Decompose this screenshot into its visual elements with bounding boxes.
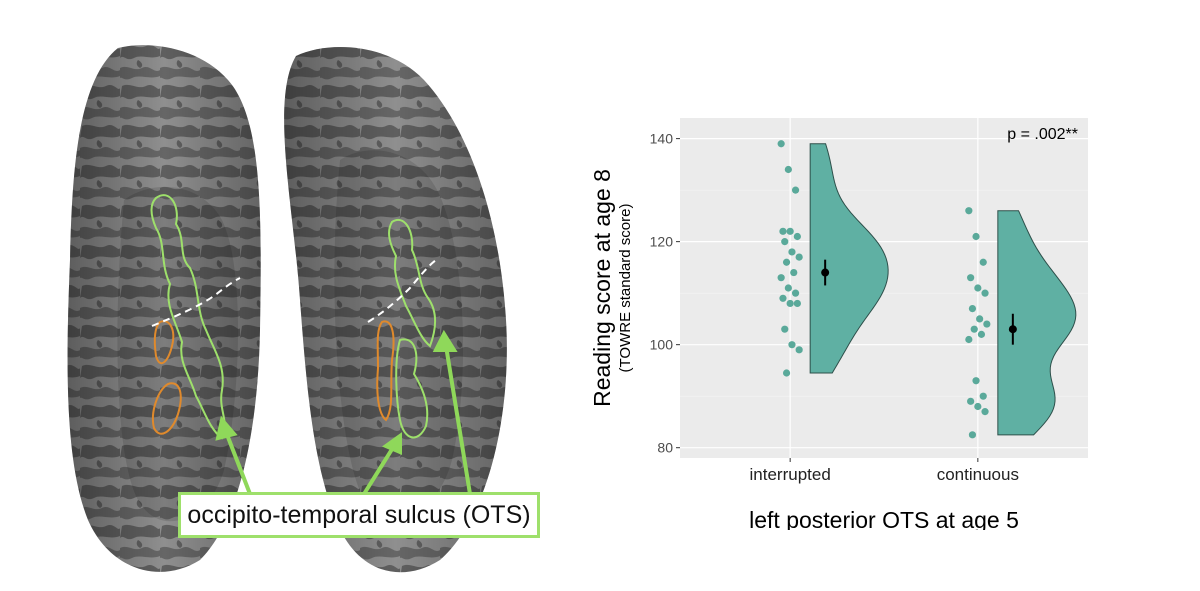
x-axis-label: left posterior OTS at age 5 bbox=[749, 507, 1019, 530]
label-arrows bbox=[215, 329, 472, 496]
y-axis-sublabel: (TOWRE standard score) bbox=[617, 204, 634, 373]
y-tick-label: 120 bbox=[650, 234, 674, 250]
reading-score-chart: Reading score at age 8 (TOWRE standard s… bbox=[570, 90, 1090, 533]
y-axis-title: Reading score at age 8 (TOWRE standard s… bbox=[589, 169, 634, 407]
y-tick-label: 80 bbox=[657, 440, 673, 456]
data-point bbox=[777, 140, 785, 148]
data-points bbox=[777, 140, 991, 439]
data-point bbox=[967, 397, 975, 405]
data-point bbox=[779, 227, 787, 235]
data-point bbox=[777, 274, 785, 282]
data-point bbox=[779, 294, 787, 302]
data-point bbox=[793, 299, 801, 308]
violins bbox=[809, 143, 1077, 436]
data-point bbox=[795, 346, 803, 354]
data-point bbox=[976, 315, 984, 323]
chart-svg: Reading score at age 8 (TOWRE standard s… bbox=[589, 118, 1088, 533]
mean-point bbox=[821, 268, 830, 277]
data-point bbox=[793, 232, 801, 241]
data-point bbox=[968, 431, 977, 439]
data-point bbox=[972, 377, 980, 385]
data-point bbox=[968, 305, 977, 313]
data-point bbox=[782, 369, 791, 377]
data-point bbox=[972, 232, 980, 241]
data-point bbox=[974, 284, 982, 292]
data-point bbox=[788, 248, 796, 256]
data-point bbox=[786, 227, 794, 235]
y-tick-labels: 80 100 120 140 bbox=[650, 131, 680, 456]
x-tick-label: continuous bbox=[937, 465, 1019, 484]
brain-svg bbox=[67, 45, 507, 573]
data-point bbox=[981, 408, 989, 416]
data-point bbox=[974, 402, 982, 411]
orange-outline-left-2 bbox=[152, 382, 182, 435]
data-point bbox=[786, 299, 794, 308]
orange-outline-right bbox=[376, 320, 395, 422]
data-point bbox=[791, 186, 800, 194]
orange-outline-left-1 bbox=[153, 320, 175, 365]
p-value-annotation: p = .002** bbox=[1007, 126, 1078, 143]
data-point bbox=[970, 325, 978, 333]
data-point bbox=[781, 325, 789, 333]
data-point bbox=[781, 238, 789, 246]
violin-continuous bbox=[997, 210, 1077, 436]
data-point bbox=[979, 258, 987, 266]
ots-outline-right bbox=[388, 219, 436, 348]
mean-point bbox=[1008, 325, 1017, 334]
data-point bbox=[967, 274, 975, 282]
data-point bbox=[977, 330, 986, 338]
data-point bbox=[784, 165, 792, 174]
right-hemisphere bbox=[284, 47, 507, 573]
x-tick-label: interrupted bbox=[750, 465, 831, 484]
ots-label: occipito-temporal sulcus (OTS) bbox=[178, 492, 540, 538]
mean-markers bbox=[821, 259, 1017, 345]
ots-outline-right-2 bbox=[395, 338, 429, 439]
data-point bbox=[965, 207, 973, 215]
y-axis-label: Reading score at age 8 bbox=[589, 169, 615, 407]
data-point bbox=[790, 268, 798, 277]
x-tick-labels: interrupted continuous bbox=[750, 458, 1019, 484]
data-point bbox=[791, 289, 800, 297]
data-point bbox=[795, 253, 803, 261]
data-point bbox=[983, 320, 991, 328]
data-point bbox=[788, 341, 796, 349]
data-point bbox=[965, 335, 973, 344]
data-point bbox=[784, 284, 792, 292]
violin-interrupted bbox=[809, 143, 889, 374]
left-hemisphere bbox=[67, 45, 261, 572]
brain-illustration: occipito-temporal sulcus (OTS) bbox=[0, 0, 600, 586]
y-tick-label: 140 bbox=[650, 131, 674, 147]
data-point bbox=[979, 392, 987, 400]
y-tick-label: 100 bbox=[650, 337, 674, 353]
data-point bbox=[782, 258, 791, 266]
data-point bbox=[981, 289, 989, 297]
